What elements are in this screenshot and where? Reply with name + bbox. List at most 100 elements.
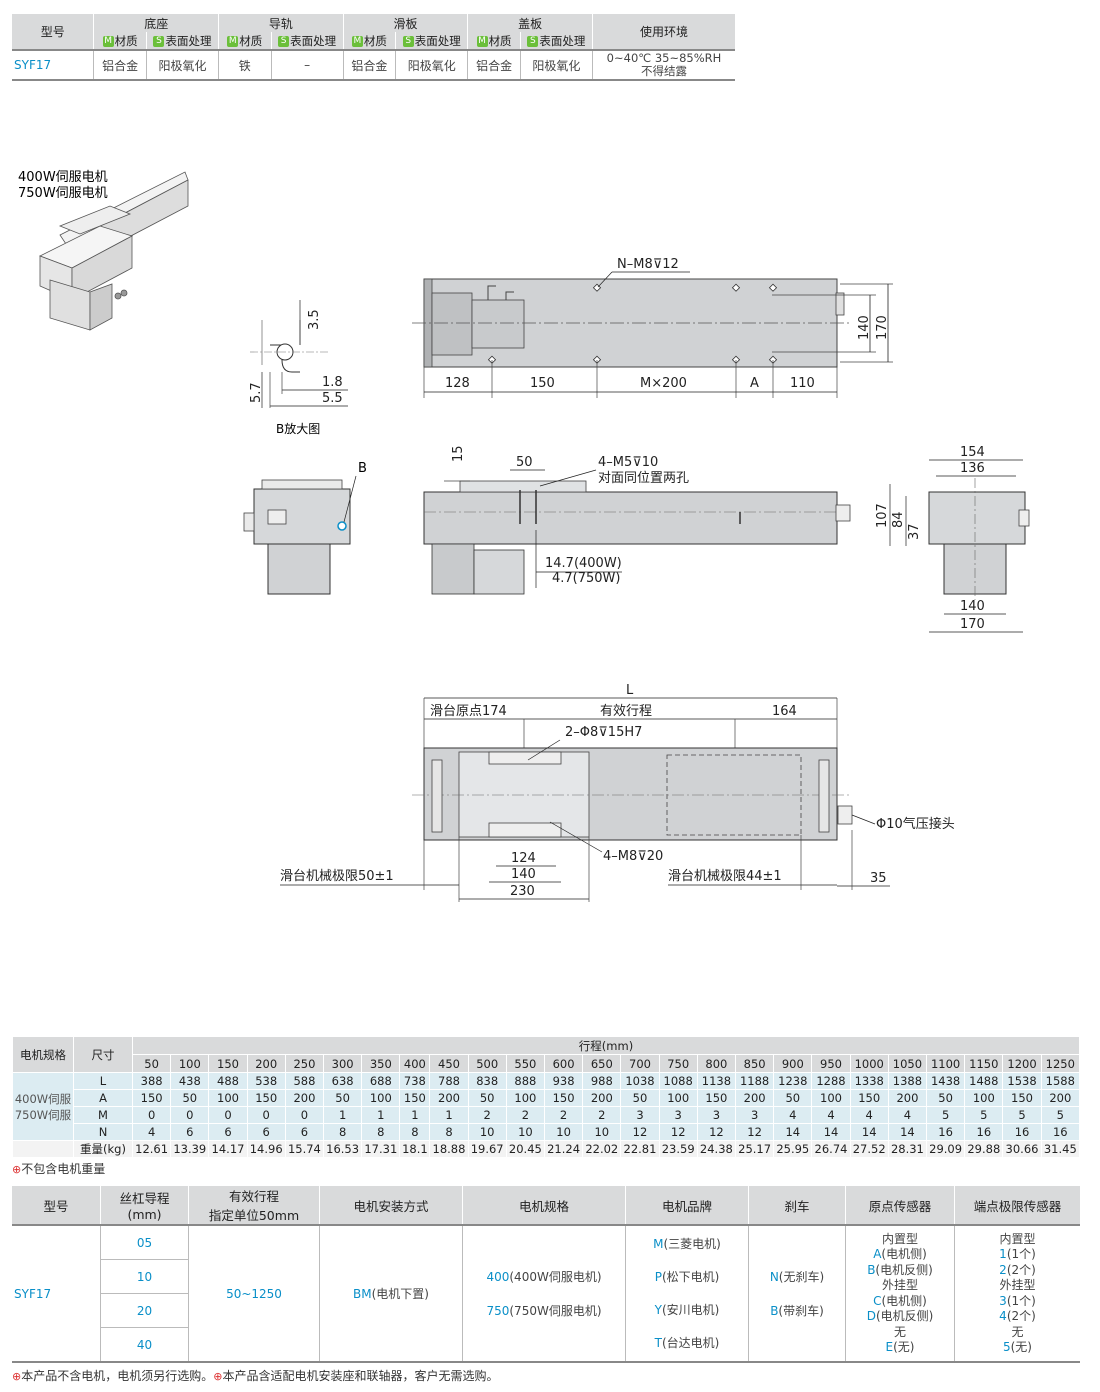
slider-surface: 阳极氧化	[395, 50, 468, 80]
spec-value-cell: 1088	[658, 1072, 698, 1090]
lead-40: 40	[100, 1327, 189, 1363]
spec-value-cell: 1488	[964, 1072, 1004, 1090]
dim-L: L	[626, 683, 634, 698]
stroke-header-cell: 650	[582, 1054, 622, 1073]
spec-value-cell: 200	[284, 1089, 325, 1107]
order-header-lead: 丝杠导程 (mm)	[100, 1186, 189, 1225]
order-brand-cell: M(三菱电机) P(松下电机) Y(安川电机) T(台达电机)	[625, 1224, 749, 1363]
dim-3.5: 3.5	[307, 309, 322, 330]
spec-value-cell: 588	[284, 1072, 325, 1090]
spec-row-label: N	[73, 1123, 133, 1141]
spec-value-cell: 1438	[926, 1072, 966, 1090]
spec-value-cell: 150	[1002, 1089, 1042, 1107]
sub-surface: 表面处理	[165, 33, 212, 48]
stroke-header-cell: 600	[543, 1054, 584, 1073]
offset-750w: 4.7(750W)	[552, 571, 621, 586]
spec-value-cell: 150	[849, 1089, 889, 1107]
spec-value-cell: 22.81	[620, 1140, 660, 1158]
spec-value-cell: 1	[361, 1106, 401, 1124]
technical-drawings: 400W伺服电机 750W伺服电机	[18, 170, 1030, 902]
spec-value-cell: 25.95	[773, 1140, 813, 1158]
stroke-header-cell: 950	[811, 1054, 851, 1073]
rail-material: 铁	[218, 50, 272, 80]
spec-value-cell: 3	[696, 1106, 737, 1124]
spec-value-cell: 988	[582, 1072, 622, 1090]
sub-surface: 表面处理	[290, 33, 337, 48]
dim-150: 150	[530, 376, 555, 391]
limit-5: 5(无)	[1002, 1340, 1032, 1354]
stroke-header-cell: 750	[658, 1054, 698, 1073]
spec-row-label: 重量(kg)	[73, 1140, 133, 1158]
spec-value-cell: 6	[170, 1123, 210, 1141]
base-surface: 阳极氧化	[145, 50, 219, 80]
offset-400w: 14.7(400W)	[545, 556, 622, 571]
header-base: 底座	[93, 14, 219, 32]
spec-value-cell: 100	[208, 1089, 248, 1107]
limit-inner: 内置型	[999, 1231, 1036, 1246]
cover-material: 铝合金	[467, 50, 521, 80]
stroke-header-cell: 500	[467, 1054, 507, 1073]
spec-value-cell: 18.1	[399, 1140, 431, 1158]
spec-header-motor: 电机规格	[12, 1036, 74, 1073]
spec-value-cell: 4	[773, 1106, 813, 1124]
spec-value-cell: 2	[582, 1106, 622, 1124]
dim-5.7: 5.7	[249, 382, 264, 403]
spec-value-cell: 24.38	[696, 1140, 737, 1158]
dim-140-end: 140	[960, 599, 985, 614]
motor-label-750w: 750W伺服电机	[18, 186, 108, 201]
dim-170-v: 170	[875, 315, 890, 340]
spec-value-cell: 14	[887, 1123, 928, 1141]
header-environment: 使用环境	[591, 14, 735, 50]
limit-4: 4(2个)	[999, 1309, 1036, 1323]
env-line2: 不得结露	[640, 64, 687, 78]
spec-value-cell: 638	[323, 1072, 363, 1090]
brake-b: B(带刹车)	[770, 1303, 824, 1318]
motor-spec-750: 750(750W伺服电机)	[486, 1303, 602, 1318]
env-line1: 0~40℃ 35~85%RH	[606, 51, 722, 65]
material-row: SYF17 铝合金 阳极氧化 铁 – 铝合金 阳极氧化 铝合金 阳极氧化 0~4…	[12, 50, 735, 80]
order-header-stroke: 有效行程 指定单位50mm	[188, 1186, 320, 1225]
spec-value-cell: 0	[284, 1106, 325, 1124]
spec-value-cell: 5	[964, 1106, 1004, 1124]
spec-value-cell: 6	[284, 1123, 325, 1141]
material-tag: M	[351, 35, 363, 47]
spec-value-cell: 14	[811, 1123, 851, 1141]
dim-15: 15	[451, 445, 466, 462]
spec-value-cell: 200	[429, 1089, 469, 1107]
surface-tag: S	[527, 35, 539, 47]
spec-value-cell: 12	[658, 1123, 698, 1141]
order-mount-cell: BM(电机下置)	[319, 1224, 463, 1363]
spec-value-cell: 10	[467, 1123, 507, 1141]
limit-left-label: 滑台机械极限50±1	[280, 869, 394, 884]
spec-value-cell: 14	[773, 1123, 813, 1141]
spec-value-cell: 5	[1040, 1106, 1081, 1124]
order-header-brake: 刹车	[748, 1186, 846, 1225]
dim-140-bottom: 140	[511, 867, 536, 882]
air-fitting-label: Φ10气压接头	[876, 816, 955, 832]
limit-none: 无	[1011, 1324, 1024, 1339]
dim-1.8: 1.8	[322, 375, 343, 390]
origin-none: 无	[893, 1324, 906, 1339]
spec-value-cell: 4	[131, 1123, 172, 1141]
dim-35: 35	[870, 871, 887, 886]
spec-value-cell: 12.61	[131, 1140, 172, 1158]
dim-m200: M×200	[640, 376, 687, 391]
spec-row-label: L	[73, 1072, 133, 1090]
material-tag: M	[227, 35, 239, 47]
dim-a: A	[750, 376, 759, 391]
spec-value-cell: 838	[467, 1072, 507, 1090]
stroke-header-cell: 1200	[1002, 1054, 1042, 1073]
dim-140-v: 140	[857, 315, 872, 340]
spec-value-cell: 1238	[773, 1072, 813, 1090]
header-model: 型号	[12, 14, 94, 50]
lead-05: 05	[100, 1224, 189, 1260]
spec-value-cell: 8	[399, 1123, 431, 1141]
spec-value-cell: 50	[323, 1089, 363, 1107]
stroke-header-cell: 50	[131, 1054, 172, 1073]
dim-154: 154	[960, 445, 985, 460]
material-tag: M	[476, 35, 488, 47]
stroke-label: 有效行程	[600, 704, 652, 719]
